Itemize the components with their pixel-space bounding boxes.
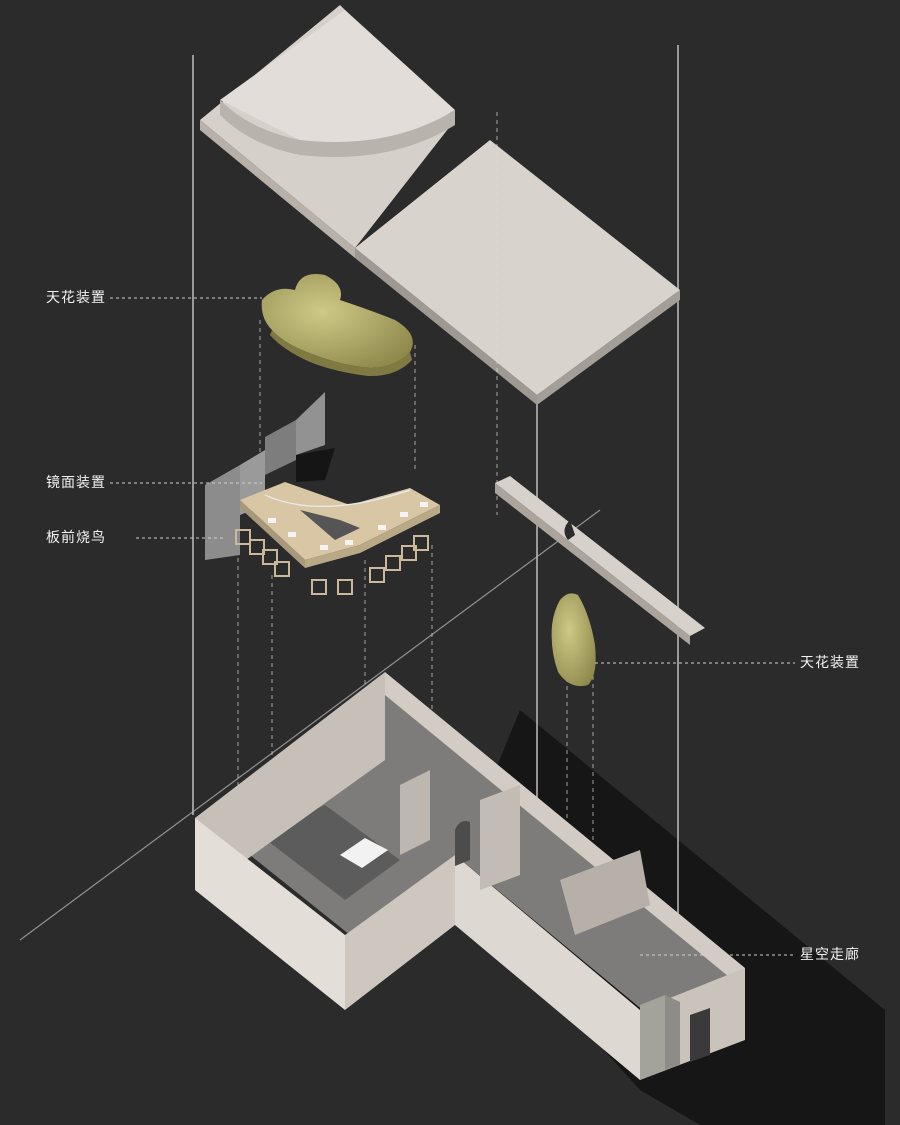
roof-slab — [200, 5, 680, 405]
building-base — [195, 672, 745, 1080]
corridor-ceiling-channel — [495, 476, 705, 645]
label-starry-corridor: 星空走廊 — [800, 947, 860, 963]
ceiling-stone-lower — [551, 593, 596, 687]
yakitori-counter — [235, 482, 440, 595]
label-teppan-yakitori: 板前烧鸟 — [46, 530, 106, 546]
label-ceiling-installation-lower: 天花装置 — [800, 655, 860, 671]
ceiling-stone-upper — [261, 274, 413, 377]
leader-lines — [110, 297, 795, 956]
label-mirror-installation: 镜面装置 — [46, 475, 106, 491]
label-ceiling-installation-upper: 天花装置 — [46, 290, 106, 306]
diagonal-guide-lines — [19, 509, 601, 941]
